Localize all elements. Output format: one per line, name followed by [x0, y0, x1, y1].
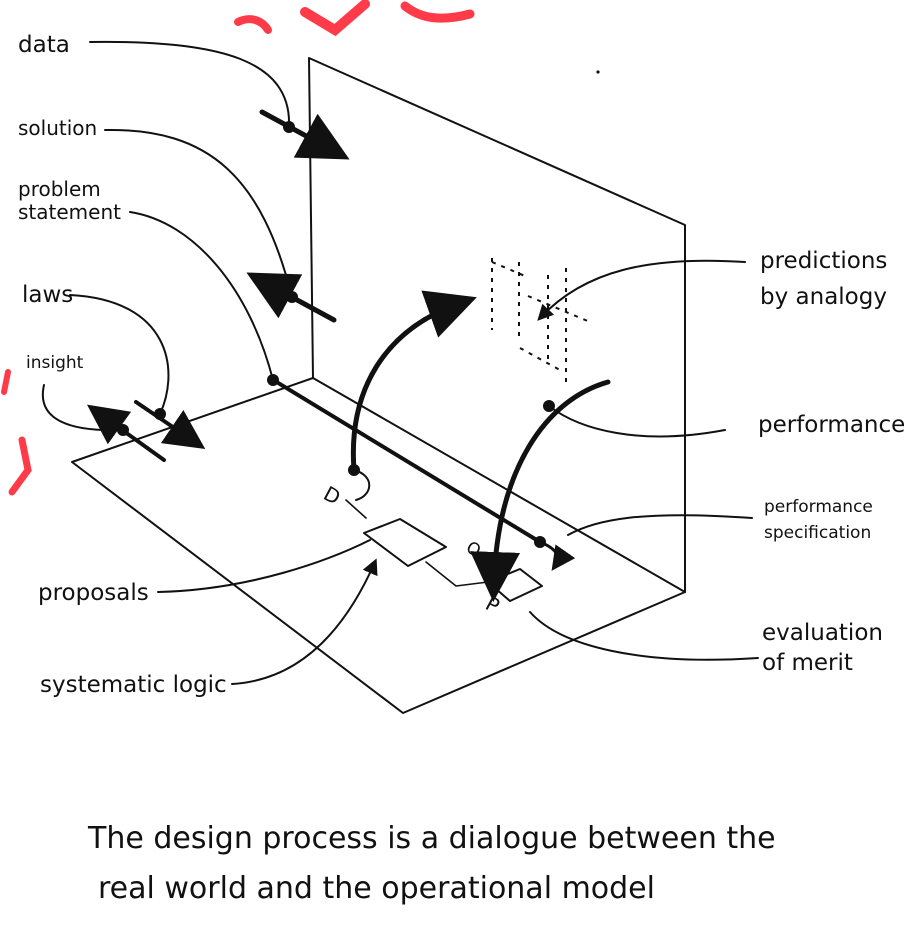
evaluation-box: [487, 568, 543, 602]
vertical-plane: [308, 57, 686, 593]
hinge-line: [267, 374, 576, 571]
label-performance: performance: [758, 412, 904, 438]
marker-o: O: [463, 538, 484, 562]
red-marks: [1, 0, 475, 496]
caption-line1: The design process is a dialogue between…: [87, 821, 776, 856]
model-boxes: [345, 499, 543, 602]
label-solution: solution: [18, 116, 97, 140]
solution-arrow: [246, 272, 337, 323]
prediction-figure: [491, 258, 591, 382]
label-systematic-logic: systematic logic: [40, 672, 227, 698]
analogy-pointer: [537, 259, 746, 321]
insight-arrow: [87, 404, 166, 462]
performance-arrow: [470, 379, 611, 602]
label-problem-line1: problem: [18, 177, 101, 201]
label-perf-spec-line1: performance: [764, 497, 873, 517]
label-predictions-line1: predictions: [760, 248, 887, 274]
proposals-arrow: [348, 290, 477, 501]
label-insight: insight: [26, 353, 84, 373]
leader-lines: [41, 40, 759, 685]
marker-p: P: [482, 591, 504, 618]
laws-arrow: [134, 400, 206, 449]
label-laws: laws: [22, 282, 73, 308]
label-data: data: [18, 32, 70, 58]
proposal-box: [363, 518, 447, 567]
label-predictions-line2: by analogy: [760, 284, 887, 310]
label-evaluation-line1: evaluation: [762, 620, 883, 646]
label-perf-spec-line2: specification: [764, 523, 871, 543]
data-arrow: [259, 109, 350, 160]
label-problem-line2: statement: [18, 200, 121, 224]
stray-dot: [596, 70, 600, 74]
label-proposals: proposals: [38, 580, 149, 606]
caption-line2: real world and the operational model: [98, 871, 655, 906]
marker-d: D: [320, 481, 345, 509]
label-evaluation-line2: of merit: [762, 650, 853, 676]
